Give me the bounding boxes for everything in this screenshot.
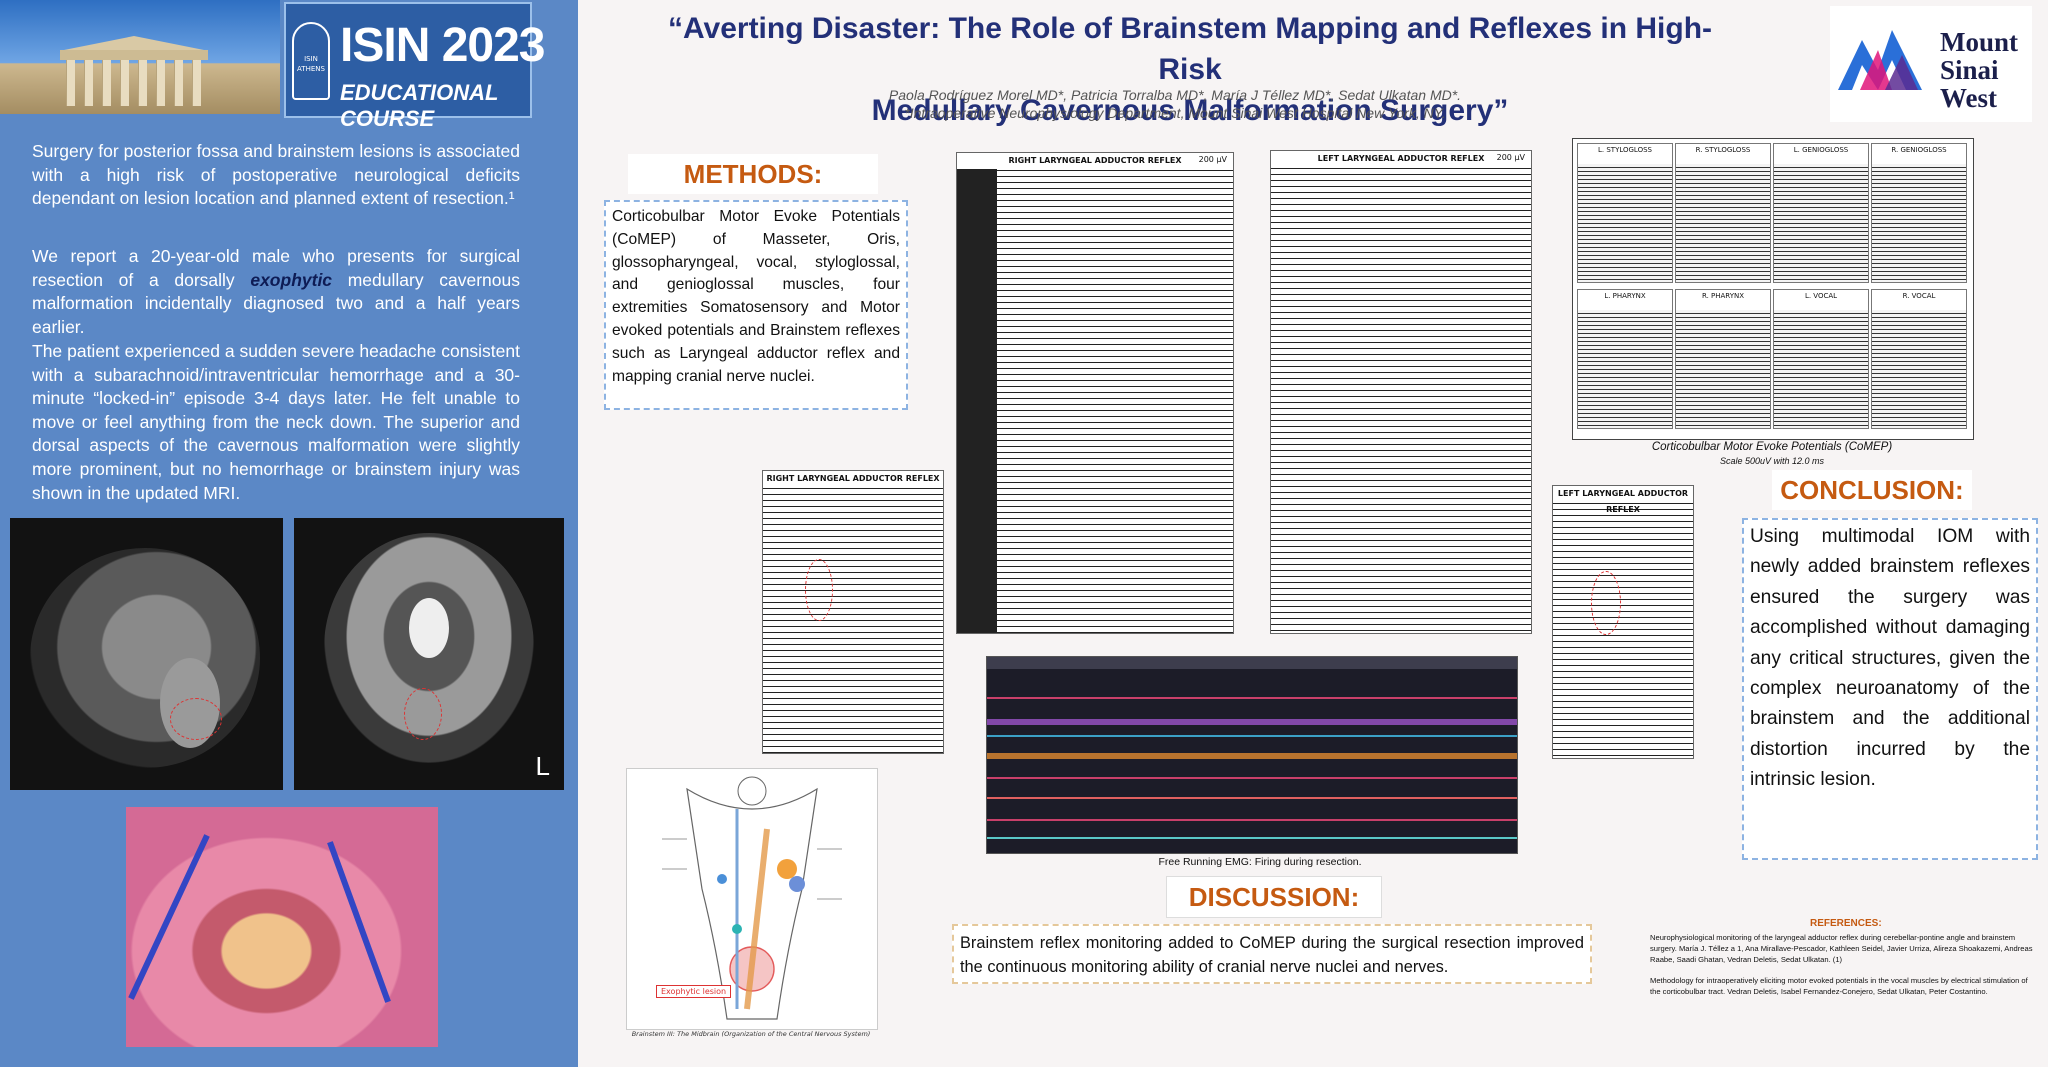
exophytic-lesion-label: Exophytic lesion <box>656 985 732 998</box>
isin-subtitle: EDUCATIONAL COURSE <box>340 80 499 131</box>
isin-mark-logo: ISIN ATHENS <box>292 22 330 100</box>
surgical-photo <box>126 807 438 1047</box>
comep-cell: R. VOCAL <box>1871 289 1967 429</box>
authors: Paola Rodríguez Morel MD*, Patricia Torr… <box>888 87 1462 121</box>
poster-title: “Averting Disaster: The Role of Brainste… <box>667 12 1713 127</box>
mri-coronal-image: L <box>294 518 564 790</box>
comep-cell: L. STYLOGLOSS <box>1577 143 1673 283</box>
parthenon-photo <box>0 0 280 114</box>
reference-1: Neurophysiological monitoring of the lar… <box>1650 933 2033 964</box>
comep-cell: R. PHARYNX <box>1675 289 1771 429</box>
mount-sinai-logo <box>1830 6 2032 122</box>
discussion-text: Brainstem reflex monitoring added to CoM… <box>952 924 1592 984</box>
references-heading: REFERENCES: <box>1810 918 1882 929</box>
free-running-emg-panel <box>986 656 1518 854</box>
exophytic-emphasis: exophytic <box>250 269 333 290</box>
methods-heading: METHODS: <box>628 154 878 194</box>
mount-sinai-wordmark: Mount Sinai West <box>1940 27 2019 113</box>
intro-paragraph-2: We report a 20-year-old male who present… <box>32 246 520 337</box>
comep-panel: L. STYLOGLOSS R. STYLOGLOSS L. GENIOGLOS… <box>1572 138 1974 440</box>
left-laryngeal-reflex-trace-small: LEFT LARYNGEAL ADDUCTOR REFLEX <box>1552 485 1694 759</box>
mount-sinai-mark-icon <box>1838 30 1922 90</box>
mri-sagittal-image <box>10 518 283 790</box>
brainstem-diagram-icon <box>662 776 842 1020</box>
mri-side-label: L <box>535 751 550 781</box>
intro-paragraph-3: The patient experienced a sudden severe … <box>32 341 520 503</box>
left-trace-title: LEFT LARYNGEAL ADDUCTOR REFLEX <box>1271 151 1531 167</box>
isin-title: ISIN 2023 <box>340 19 545 72</box>
discussion-heading: DISCUSSION: <box>1166 876 1382 918</box>
right-laryngeal-reflex-trace-small: RIGHT LARYNGEAL ADDUCTOR REFLEX <box>762 470 944 754</box>
comep-cell: R. GENIOGLOSS <box>1871 143 1967 283</box>
comep-cell: L. PHARYNX <box>1577 289 1673 429</box>
comep-cell: R. STYLOGLOSS <box>1675 143 1771 283</box>
comep-cell: L. GENIOGLOSS <box>1773 143 1869 283</box>
emg-caption: Free Running EMG: Firing during resectio… <box>1158 856 1362 868</box>
methods-text: Corticobulbar Motor Evoke Potentials (Co… <box>604 200 908 410</box>
right-laryngeal-reflex-trace: RIGHT LARYNGEAL ADDUCTOR REFLEX 200 µV <box>956 152 1234 634</box>
comep-caption: Corticobulbar Motor Evoke Potentials (Co… <box>1651 441 1893 466</box>
conclusion-heading: CONCLUSION: <box>1772 470 1972 510</box>
reference-2: Methodology for intraoperatively eliciti… <box>1650 976 2028 996</box>
comep-cell: L. VOCAL <box>1773 289 1869 429</box>
left-laryngeal-reflex-trace: LEFT LARYNGEAL ADDUCTOR REFLEX 200 µV <box>1270 150 1532 634</box>
anatomy-caption: Brainstem III: The Midbrain (Organizatio… <box>631 1030 871 1038</box>
conclusion-text: Using multimodal IOM with newly added br… <box>1742 518 2038 860</box>
intro-paragraph-1: Surgery for posterior fossa and brainste… <box>32 141 520 209</box>
right-trace-title: RIGHT LARYNGEAL ADDUCTOR REFLEX <box>957 153 1233 169</box>
banner: ISIN ATHENS ISIN 2023 EDUCATIONAL COURSE <box>0 0 578 131</box>
